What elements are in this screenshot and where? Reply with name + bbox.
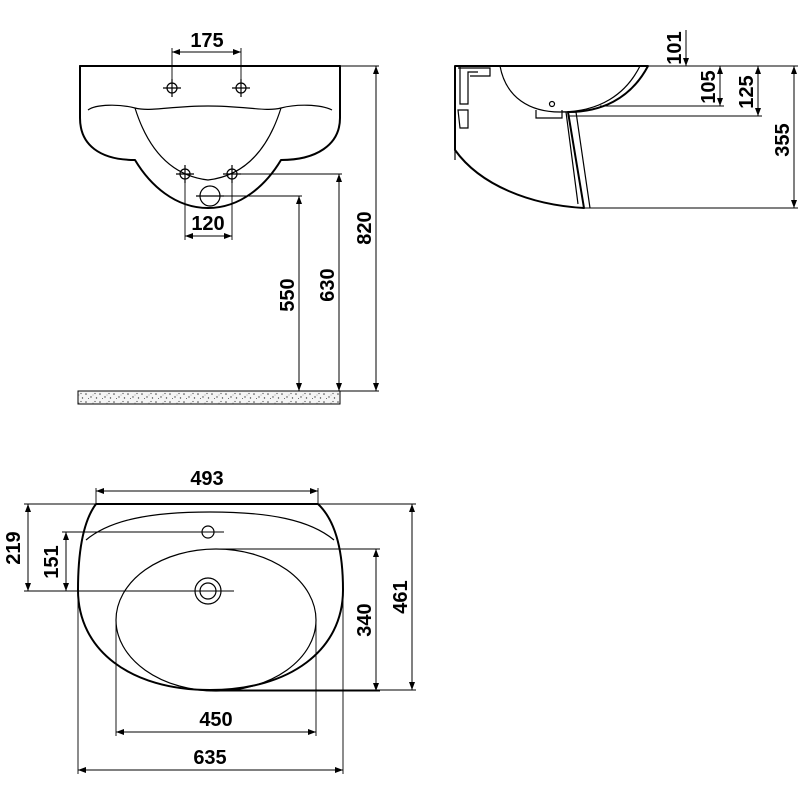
dim-hole-height-label: 630 [317,268,339,301]
dim-151-label: 151 [41,545,63,578]
dim-105-label: 105 [698,70,720,103]
side-view-drain [535,110,563,119]
dim-total-depth-label: 461 [390,580,412,613]
dim-center-holes-label: 120 [191,213,224,235]
dim-back-width: 493 [95,468,319,504]
dim-101: 101 [648,30,690,67]
dim-total-height-label: 820 [354,211,376,244]
front-view-bowl-inner [87,104,333,111]
dim-355: 355 [584,65,798,209]
dim-105: 105 [600,66,724,107]
dim-center-holes: 120 [184,180,233,240]
dim-125-label: 125 [736,75,758,108]
side-view-overflow [459,66,478,105]
top-tap-hole-icon [62,525,224,539]
floor-hatch [77,390,379,405]
dim-drain-height: 550 [220,195,302,391]
dim-total-width: 635 [77,592,344,774]
side-view: 101 105 125 355 [454,30,798,209]
side-view-basin-body [454,65,649,209]
dim-101-label: 101 [664,31,686,64]
top-drain-icon [24,577,234,605]
dim-hole-height: 630 [237,173,342,391]
dim-total-width-label: 635 [193,747,226,769]
dim-total-depth: 461 [210,503,416,691]
front-view-basin-body [79,65,341,209]
dim-back-width-label: 493 [190,468,223,490]
dim-bowl-width: 450 [115,620,317,736]
dim-total-height: 820 [340,65,379,391]
top-view: 493 219 151 340 [3,468,416,774]
front-view-bowl-outline [134,107,282,181]
dim-bowl-width-label: 450 [199,709,232,731]
top-view-deck [85,511,335,541]
side-view-pedestal [562,111,591,209]
dim-drain-height-label: 550 [277,278,299,311]
dim-125: 125 [568,65,762,117]
dim-bowl-depth: 340 [216,548,380,692]
dim-219-label: 219 [3,531,25,564]
dim-219: 219 [3,503,96,591]
dim-355-label: 355 [772,123,794,156]
dim-tap-spacing-label: 175 [190,30,223,52]
dim-bowl-depth-label: 340 [354,603,376,636]
side-view-bowl [499,65,641,113]
dim-151: 151 [41,532,69,591]
dim-tap-spacing: 175 [171,30,242,82]
front-view: 175 120 550 630 [77,30,379,405]
